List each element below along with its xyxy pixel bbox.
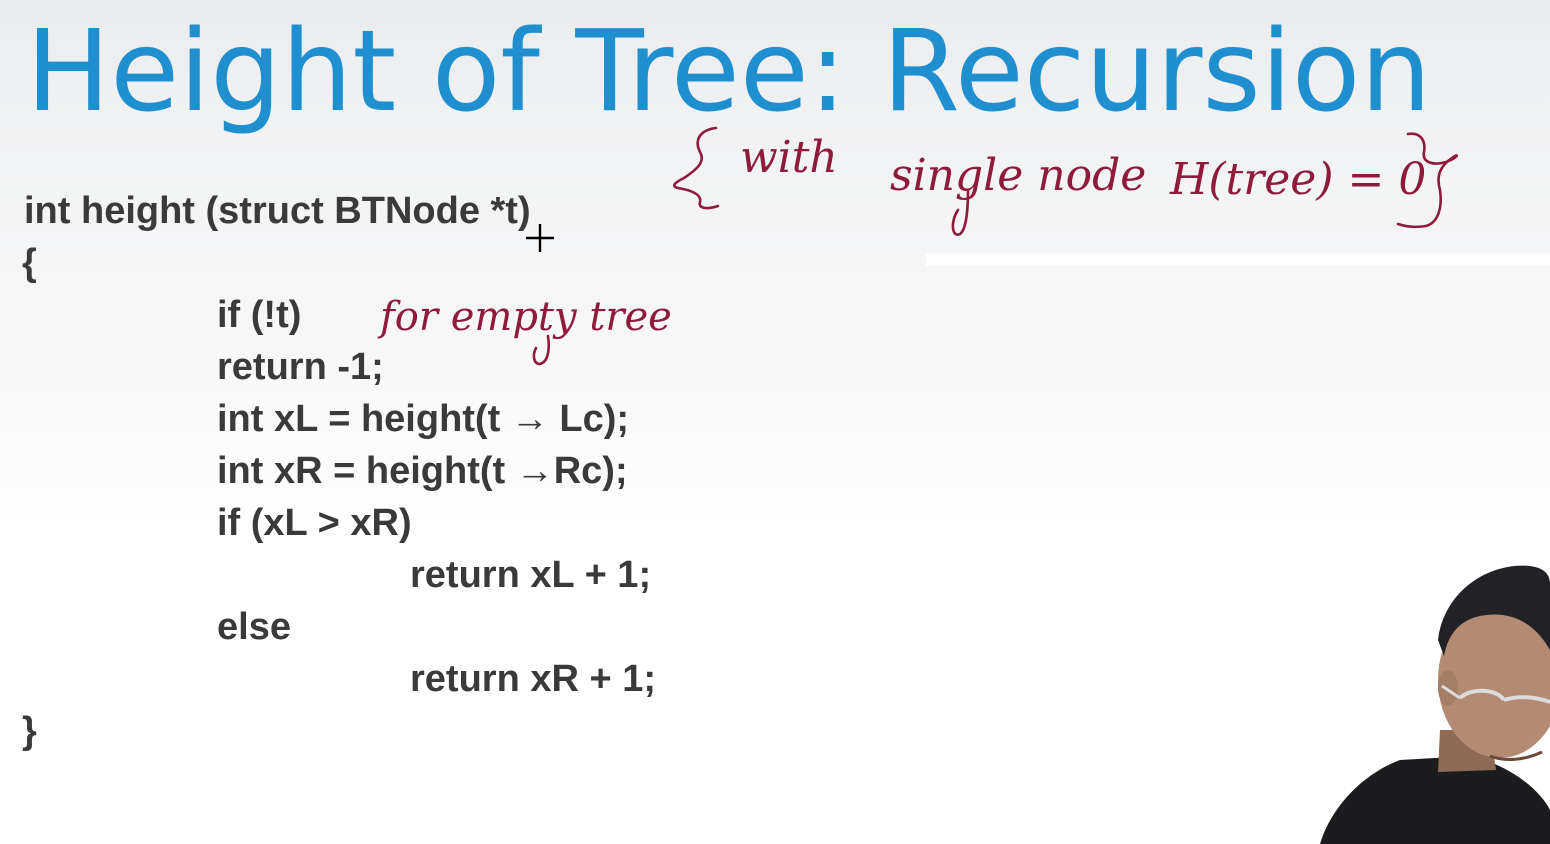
ink-empty-descender [532,334,551,366]
code-line-return-xr: return xR + 1; [410,658,657,700]
ink-descender-loop [951,188,970,236]
code-line-compare: if (xL > xR) [217,502,412,544]
code-line-xl: int xL = height(t → Lc); [217,398,630,440]
ink-single-node-text: single node [890,150,1146,201]
code-line-xr: int xR = height(t →Rc); [217,450,628,492]
presenter-video-feed [1320,565,1550,844]
code-line-return-minus-one: return -1; [217,346,384,388]
ink-open-curly-brace [672,126,720,210]
ink-with-text: with [740,132,838,183]
ink-height-formula-text: H(tree) = 0 [1169,154,1426,205]
slide-title: Height of Tree: Recursion [26,7,1432,137]
ink-empty-tree-text: for empty tree [377,294,672,340]
code-line-close-brace: } [22,710,37,752]
crosshair-cursor-icon [526,224,554,252]
code-line-else: else [217,606,291,648]
board-divider [926,254,1550,266]
code-line-return-xl: return xL + 1; [410,554,652,596]
code-line-open-brace: { [22,242,37,284]
code-line-signature: int height (struct BTNode *t) [24,190,531,232]
code-line-if-null: if (!t) [217,294,302,336]
ink-close-curly-brace [1396,132,1459,229]
